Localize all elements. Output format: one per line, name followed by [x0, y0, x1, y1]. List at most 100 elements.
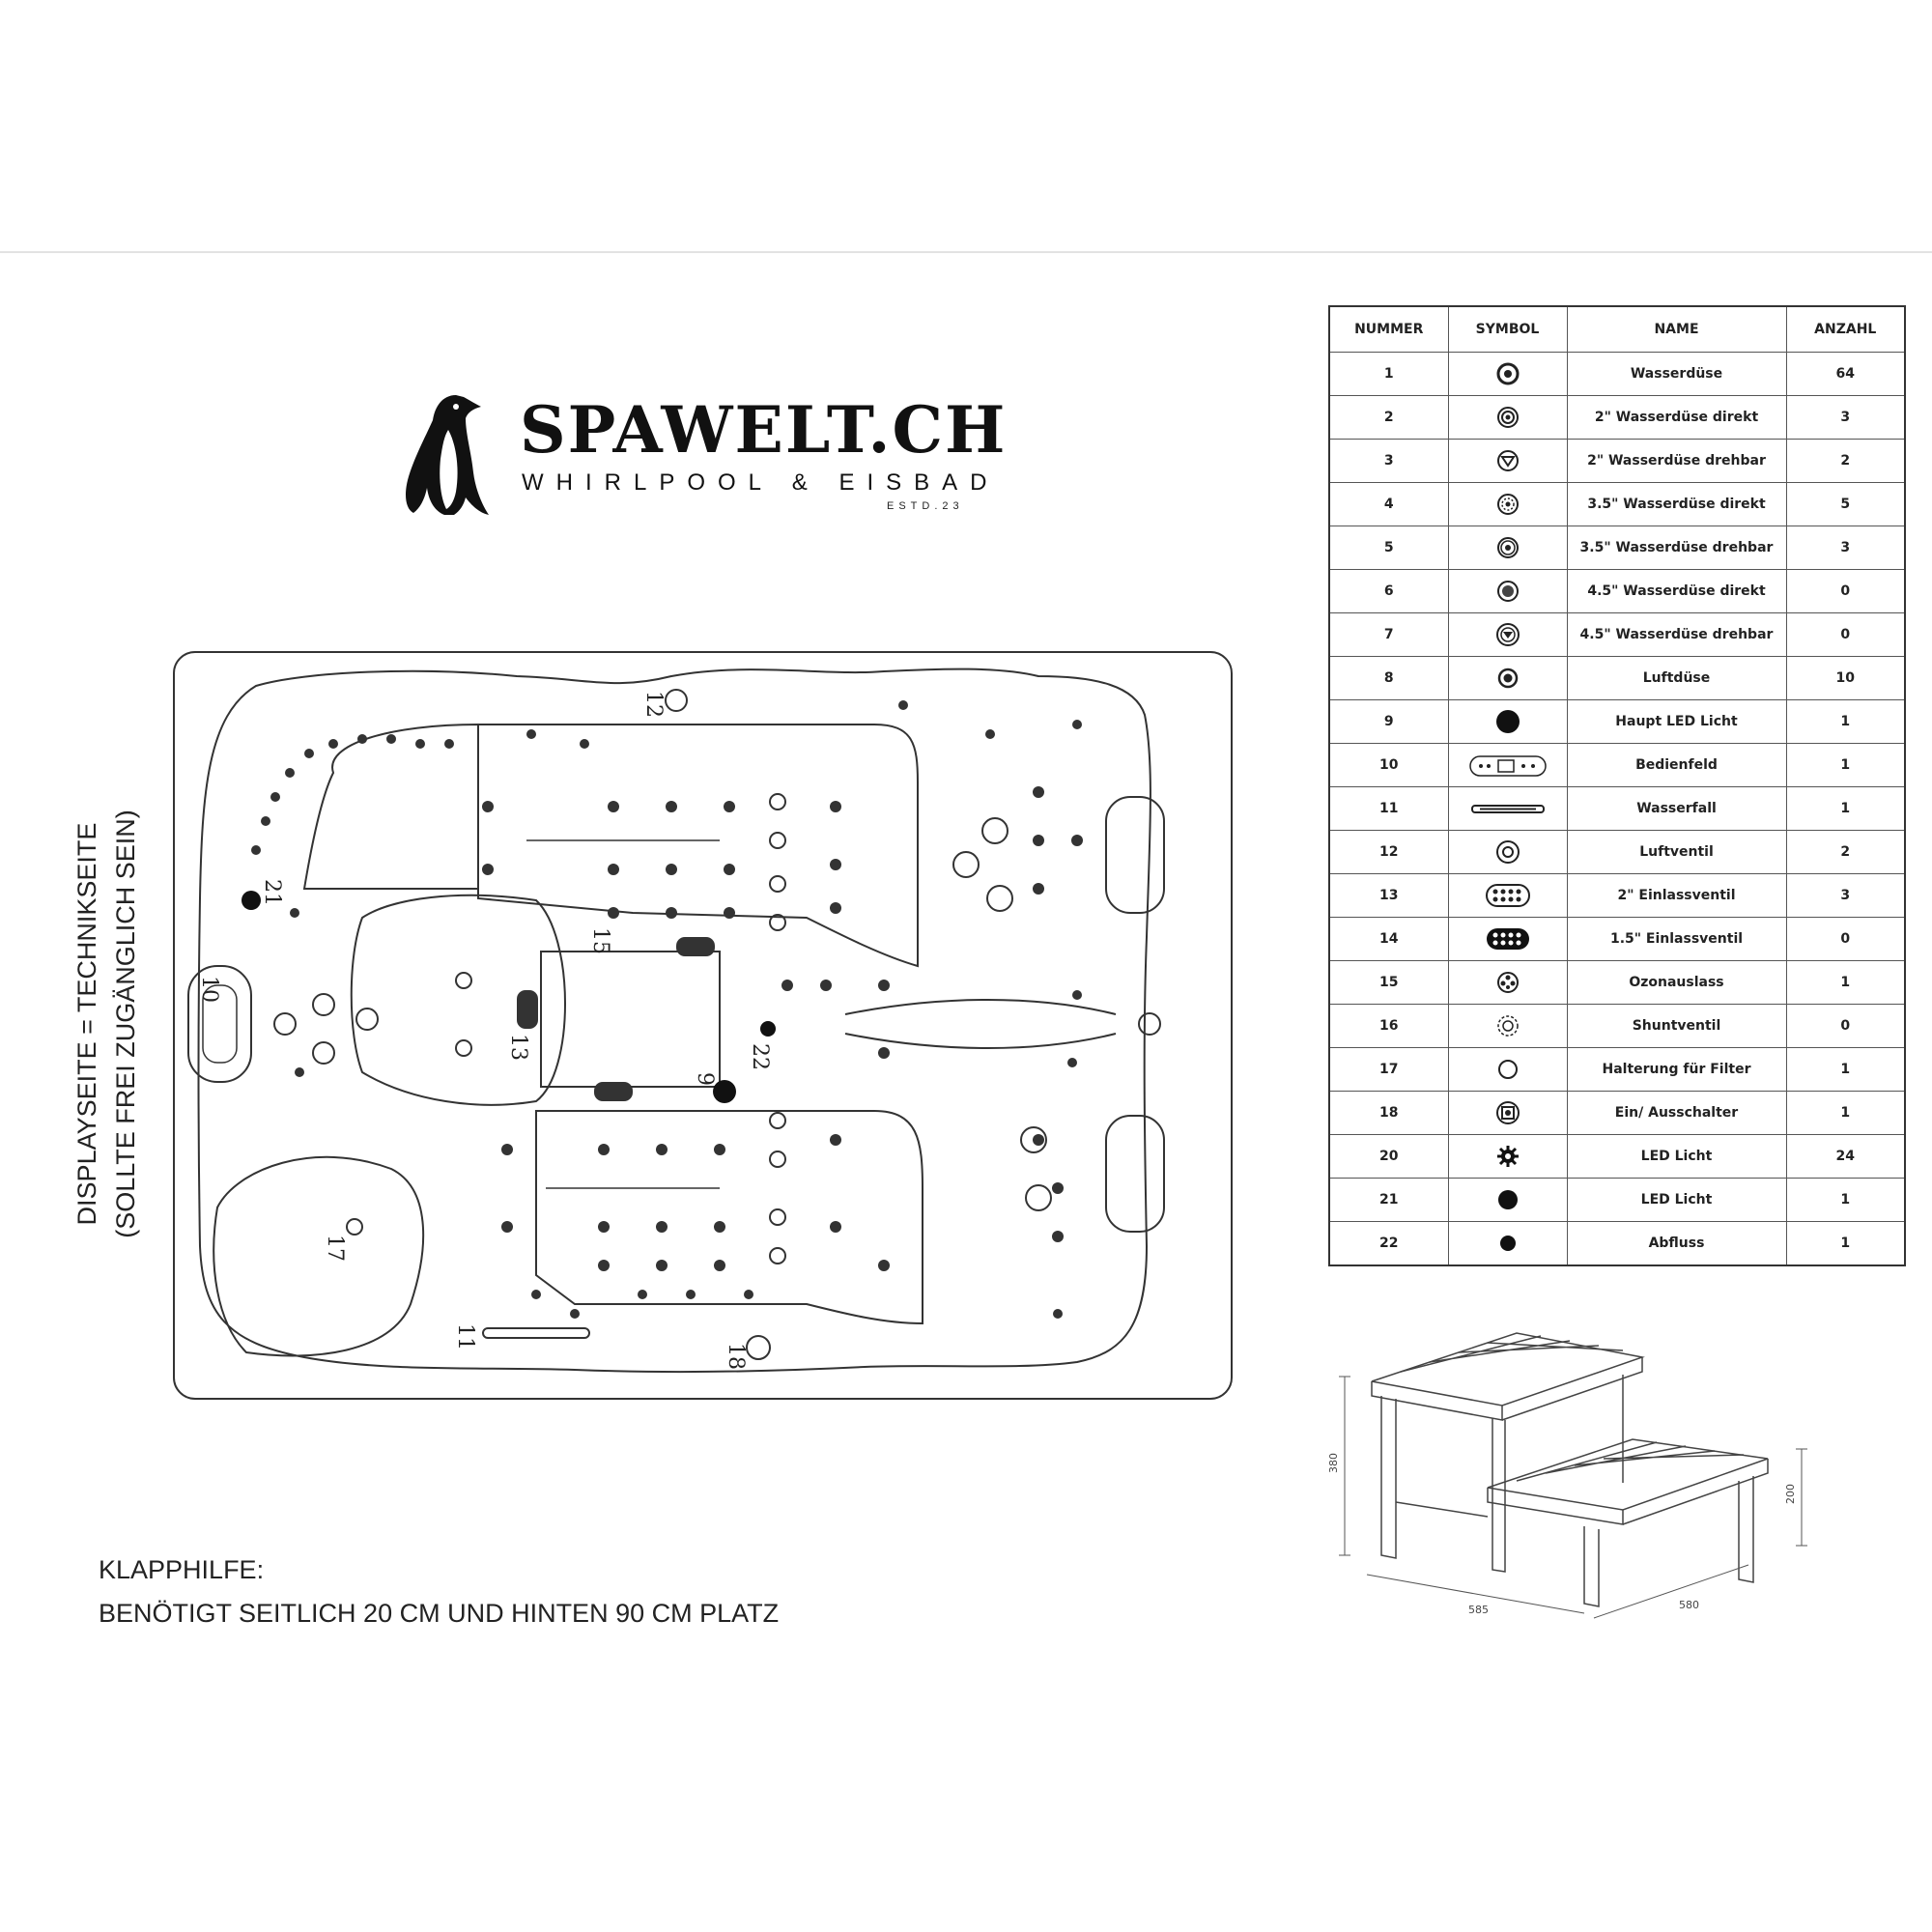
- seat-top: [477, 724, 919, 968]
- legend-count: 2: [1785, 830, 1906, 874]
- filter-holder-icon: [1497, 1059, 1518, 1079]
- legend-count: 1: [1785, 1091, 1906, 1135]
- legend-symbol-cell: [1447, 1134, 1568, 1179]
- label-ozone: 15: [588, 927, 612, 954]
- legend-symbol-cell: [1447, 960, 1568, 1005]
- legend-number: 1: [1328, 352, 1449, 396]
- drain: [760, 1021, 776, 1037]
- legend-name: 2" Einlassventil: [1566, 873, 1787, 918]
- legend-number: 13: [1328, 873, 1449, 918]
- legend-count: 1: [1785, 743, 1906, 787]
- brand-tagline: WHIRLPOOL & EISBAD: [522, 469, 1000, 496]
- large-jets: [273, 817, 1052, 1211]
- technical-side-label: DISPLAYSEITE = TECHNIKSEITE (SOLLTE FREI…: [68, 810, 145, 1238]
- label-drain: 22: [748, 1043, 772, 1070]
- header-name: NAME: [1566, 305, 1787, 353]
- legend-count: 5: [1785, 482, 1906, 526]
- legend-count: 1: [1785, 699, 1906, 744]
- label-inlet: 13: [506, 1034, 530, 1061]
- legend-symbol-cell: [1447, 743, 1568, 787]
- legend-name: 4.5" Wasserdüse direkt: [1566, 569, 1787, 613]
- headrest-right-top: [1105, 796, 1165, 914]
- legend-name: 4.5" Wasserdüse drehbar: [1566, 612, 1787, 657]
- seat-bottom: [535, 1110, 923, 1325]
- air-valve-top: [665, 689, 688, 712]
- air-valve-icon: [1495, 839, 1520, 864]
- step-stool-drawing: 380 200 585 580: [1327, 1332, 1807, 1619]
- legend-name: Halterung für Filter: [1566, 1047, 1787, 1092]
- label-filter: 17: [323, 1235, 347, 1262]
- legend-symbol-cell: [1447, 439, 1568, 483]
- legend-number: 17: [1328, 1047, 1449, 1092]
- inlet-valve-15-icon: [1486, 927, 1529, 950]
- legend-symbol-cell: [1447, 1221, 1568, 1266]
- header-symbol: SYMBOL: [1447, 305, 1568, 353]
- jet-2-direct-icon: [1496, 406, 1519, 428]
- jet-45-rotating-icon: [1495, 622, 1520, 646]
- legend-name: 3.5" Wasserdüse drehbar: [1566, 526, 1787, 570]
- legend-symbol-cell: [1447, 352, 1568, 396]
- legend-number: 20: [1328, 1134, 1449, 1179]
- stool-width: 585: [1468, 1604, 1489, 1616]
- air-jet-icon: [1497, 668, 1518, 688]
- drain-icon: [1499, 1235, 1516, 1251]
- led-light-star-icon: [1496, 1145, 1519, 1167]
- legend-name: 2" Wasserdüse drehbar: [1566, 439, 1787, 483]
- label-switch: 18: [724, 1343, 748, 1370]
- legend-symbol-cell: [1447, 482, 1568, 526]
- legend-symbol-cell: [1447, 569, 1568, 613]
- header-anzahl: ANZAHL: [1785, 305, 1906, 353]
- main-led-icon: [1495, 709, 1520, 733]
- legend-count: 3: [1785, 873, 1906, 918]
- legend-symbol-cell: [1447, 786, 1568, 831]
- legend-number: 3: [1328, 439, 1449, 483]
- headrest-right-bottom: [1105, 1115, 1165, 1233]
- legend-number: 5: [1328, 526, 1449, 570]
- legend-number: 2: [1328, 395, 1449, 440]
- legend-count: 3: [1785, 526, 1906, 570]
- ozone-outlet-icon: [1496, 971, 1519, 993]
- legend-number: 21: [1328, 1178, 1449, 1222]
- brand-established: ESTD.23: [887, 500, 964, 512]
- waterfall: [482, 1327, 590, 1339]
- power-switch-icon: [1495, 1100, 1520, 1124]
- legend-name: LED Licht: [1566, 1178, 1787, 1222]
- led-light-21: [242, 891, 261, 910]
- led-lights: [251, 700, 1082, 1319]
- note-title: KLAPPHILFE:: [99, 1555, 265, 1584]
- center-bench: [350, 894, 566, 1106]
- legend-number: 11: [1328, 786, 1449, 831]
- lounge-top-left: [302, 723, 479, 890]
- legend-number: 22: [1328, 1221, 1449, 1266]
- control-panel-housing: [187, 965, 252, 1083]
- legend-count: 1: [1785, 1178, 1906, 1222]
- power-switch: [746, 1335, 771, 1360]
- legend-count: 1: [1785, 786, 1906, 831]
- legend-name: Wasserfall: [1566, 786, 1787, 831]
- label-waterfall: 11: [453, 1323, 477, 1350]
- legend-name: Ozonauslass: [1566, 960, 1787, 1005]
- legend-count: 64: [1785, 352, 1906, 396]
- klapphilfe-note: KLAPPHILFE: BENÖTIGT SEITLICH 20 CM UND …: [99, 1548, 779, 1635]
- filter-holder: [346, 1218, 363, 1236]
- legend-count: 0: [1785, 917, 1906, 961]
- legend-header-row: NUMMER SYMBOL NAME ANZAHL: [1328, 305, 1906, 353]
- legend-symbol-cell: [1447, 1178, 1568, 1222]
- air-jets: [455, 793, 786, 1264]
